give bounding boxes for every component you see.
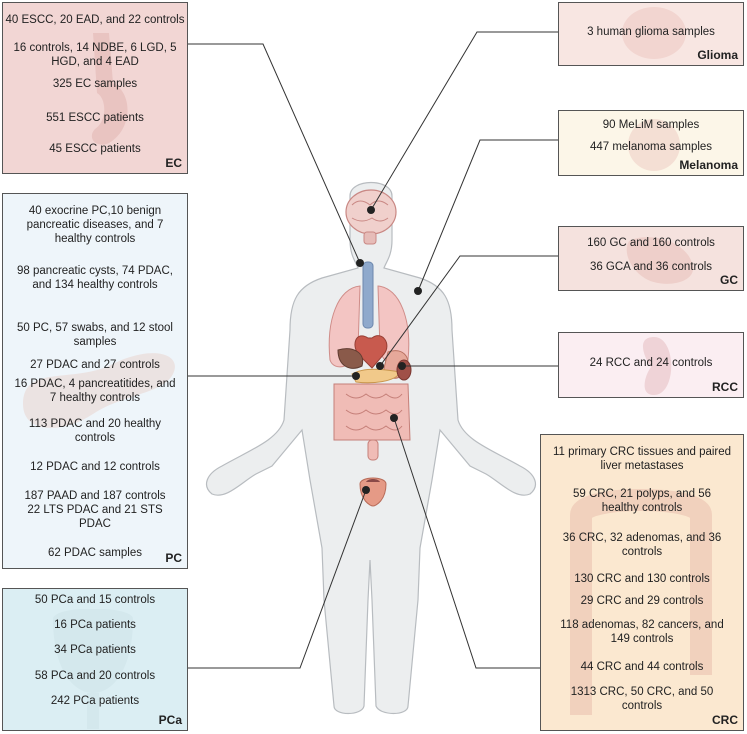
colon-watermark-icon — [570, 489, 712, 715]
kidney-watermark-icon — [642, 337, 672, 395]
ec-panel-label: EC — [165, 156, 182, 170]
gc-panel-label: GC — [720, 273, 738, 287]
pc-item-3: 50 PC, 57 swabs, and 12 stool samples — [17, 322, 173, 348]
ec-item-5: 45 ESCC patients — [49, 143, 141, 155]
esophagus-watermark-icon — [91, 33, 128, 145]
crc-panel-label: CRC — [712, 713, 738, 727]
prostate-watermark-icon — [53, 609, 133, 729]
melanoma-item-2: 447 melanoma samples — [589, 141, 713, 153]
pc-item-6: 113 PDAC and 20 healthy controls — [28, 418, 162, 444]
pca-item-1: 50 PCa and 15 controls — [34, 594, 156, 606]
brain-watermark-icon — [622, 7, 686, 59]
pc-item-4: 27 PDAC and 27 controls — [30, 359, 160, 371]
pc-item-1: 40 exocrine PC,10 benign pancreatic dise… — [26, 205, 164, 245]
pc-item-2: 98 pancreatic cysts, 74 PDAC, and 134 he… — [17, 265, 173, 291]
pancreas-watermark-icon — [23, 353, 175, 428]
rcc-panel: 24 RCC and 24 controls RCC — [558, 332, 744, 398]
pca-panel-label: PCa — [158, 713, 182, 727]
pc-item-5: 16 PDAC, 4 pancreatitides, and 7 healthy… — [14, 378, 176, 404]
pc-item-7: 12 PDAC and 12 controls — [30, 461, 160, 473]
ec-panel: 40 ESCC, 20 EAD, and 22 controls 16 cont… — [2, 2, 188, 174]
melanoma-item-1: 90 MeLiM samples — [602, 119, 700, 131]
crc-item-7: 44 CRC and 44 controls — [580, 661, 704, 673]
crc-item-5: 29 CRC and 29 controls — [580, 595, 704, 607]
crc-item-8: 1313 CRC, 50 CRC, and 50 controls — [570, 686, 714, 712]
trachea-icon — [362, 261, 374, 329]
rcc-item-1: 24 RCC and 24 controls — [589, 357, 713, 369]
pca-item-5: 242 PCa patients — [50, 695, 140, 707]
crc-item-4: 130 CRC and 130 controls — [574, 573, 710, 585]
pc-panel: 40 exocrine PC,10 benign pancreatic dise… — [2, 193, 188, 569]
connector-dots — [352, 206, 422, 494]
heart-icon — [354, 335, 388, 369]
gc-item-2: 36 GCA and 36 controls — [589, 261, 713, 273]
gc-panel: 160 GC and 160 controls 36 GCA and 36 co… — [558, 226, 744, 291]
intestine-icon — [333, 383, 411, 461]
glioma-panel: 3 human glioma samples Glioma — [558, 2, 744, 66]
melanoma-panel: 90 MeLiM samples 447 melanoma samples Me… — [558, 110, 744, 176]
crc-item-1: 11 primary CRC tissues and paired liver … — [552, 446, 732, 472]
ec-item-1: 40 ESCC, 20 EAD, and 22 controls — [5, 14, 185, 26]
gc-item-1: 160 GC and 160 controls — [587, 237, 715, 249]
stomach-watermark-icon — [626, 237, 694, 284]
crc-item-3: 36 CRC, 32 adenomas, and 36 controls — [562, 532, 722, 558]
melanoma-panel-label: Melanoma — [679, 158, 738, 172]
ec-item-2: 16 controls, 14 NDBE, 6 LGD, 5 HGD, and … — [13, 42, 177, 68]
ec-item-3: 325 EC samples — [52, 78, 138, 90]
skin-cell-icon — [628, 119, 680, 171]
pc-item-10: 62 PDAC samples — [48, 547, 142, 559]
pca-item-4: 58 PCa and 20 controls — [34, 670, 156, 682]
rcc-panel-label: RCC — [712, 380, 738, 394]
pca-item-2: 16 PCa patients — [54, 619, 136, 631]
pca-item-3: 34 PCa patients — [54, 644, 136, 656]
pc-item-8: 187 PAAD and 187 controls — [24, 490, 166, 502]
crc-panel: 11 primary CRC tissues and paired liver … — [540, 434, 744, 731]
pca-panel: 50 PCa and 15 controls 16 PCa patients 3… — [2, 588, 188, 731]
ec-item-4: 551 ESCC patients — [46, 112, 144, 124]
connector-lines — [188, 31, 558, 669]
glioma-item-1: 3 human glioma samples — [587, 26, 715, 38]
pc-item-9: 22 LTS PDAC and 21 STS PDAC — [27, 504, 163, 530]
crc-item-2: 59 CRC, 21 polyps, and 56 healthy contro… — [572, 488, 712, 514]
pc-panel-label: PC — [165, 551, 182, 565]
crc-item-6: 118 adenomas, 82 cancers, and 149 contro… — [560, 619, 724, 645]
bladder-prostate-icon — [359, 477, 387, 507]
glioma-panel-label: Glioma — [697, 48, 738, 62]
